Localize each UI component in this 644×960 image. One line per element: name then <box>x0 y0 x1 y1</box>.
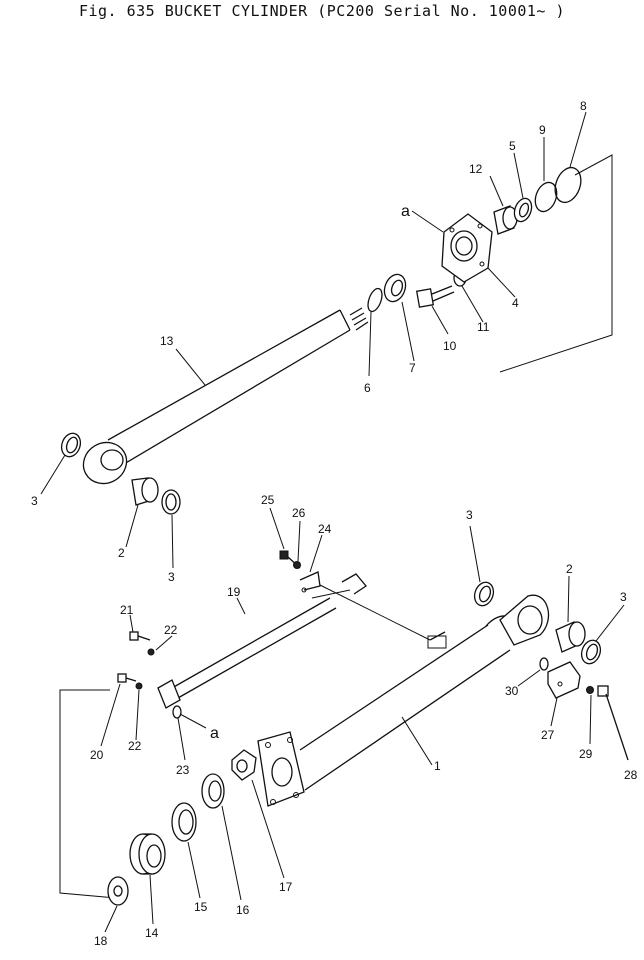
part-label-7: 7 <box>409 361 416 375</box>
part-label-19: 19 <box>227 585 241 599</box>
part-label-8: 8 <box>580 99 587 113</box>
part-label-15: 15 <box>194 900 208 914</box>
part-label-2-rod-end: 2 <box>118 546 125 560</box>
washer-26 <box>293 561 301 569</box>
part-label-6: 6 <box>364 381 371 395</box>
clamp-half <box>341 573 367 595</box>
bushing-2-tube-end <box>555 621 586 653</box>
bolt-20 <box>117 673 137 683</box>
part-label-21: 21 <box>120 603 134 617</box>
bolt-28 <box>597 685 629 761</box>
bolt-10 <box>415 285 455 308</box>
washer-22-lower <box>135 682 143 690</box>
part-label-1: 1 <box>434 759 441 773</box>
part-label-20: 20 <box>90 748 104 762</box>
leader-lines <box>40 111 625 933</box>
clamp-leader <box>319 584 431 641</box>
ring-8 <box>554 166 582 204</box>
ring-6 <box>367 287 383 313</box>
part-label-30: 30 <box>505 684 519 698</box>
part-label-3-tube-right: 3 <box>620 590 627 604</box>
part-label-4: 4 <box>512 296 519 310</box>
cylinder-tube-1 <box>257 594 550 807</box>
seal-3-tube-right <box>580 639 602 665</box>
part-label-2-tube-end: 2 <box>566 562 573 576</box>
part-label-11: 11 <box>477 320 490 334</box>
part-label-18: 18 <box>94 934 108 948</box>
assembly-bracket-upper <box>499 154 613 373</box>
part-label-25: 25 <box>261 493 275 507</box>
part-label-16: 16 <box>236 903 250 917</box>
part-label-3-tube-top: 3 <box>466 508 473 522</box>
part-label-26: 26 <box>292 506 306 520</box>
clamp-24 <box>299 571 321 593</box>
washer-18 <box>107 876 129 906</box>
bushing-2-rod-end <box>131 477 159 506</box>
part-label-3-rod-end: 3 <box>31 494 38 508</box>
seal-7 <box>383 273 407 303</box>
figure-title: Fig. 635 BUCKET CYLINDER (PC200 Serial N… <box>78 2 566 20</box>
washer-22-upper <box>147 648 155 656</box>
pipe-19 <box>157 589 351 709</box>
part-label-12: 12 <box>469 162 483 176</box>
part-label-5: 5 <box>509 139 516 153</box>
part-label-22-lower: 22 <box>128 739 142 753</box>
cylinder-head-4 <box>441 213 493 283</box>
ring-9 <box>534 181 558 213</box>
part-label-17: 17 <box>279 880 293 894</box>
part-label-10: 10 <box>443 339 457 353</box>
assembly-bracket-lower <box>59 689 117 899</box>
washer-29 <box>586 686 594 694</box>
seal-3-rod-lower <box>161 489 181 515</box>
piston-14 <box>129 833 166 875</box>
block-27 <box>547 661 581 699</box>
seal-3-tube-top <box>473 581 495 607</box>
part-label-29: 29 <box>579 747 593 761</box>
ring-16 <box>201 773 225 809</box>
part-label-3-rod-lower: 3 <box>168 570 175 584</box>
part-label-14: 14 <box>145 926 159 940</box>
piston-rod-13 <box>82 307 369 485</box>
part-label-22-upper: 22 <box>164 623 178 637</box>
oring-30 <box>539 657 549 671</box>
ref-label-a-upper: a <box>401 203 410 220</box>
ref-label-a-lower: a <box>210 725 219 742</box>
oring-23 <box>172 705 182 719</box>
part-label-27: 27 <box>541 728 555 742</box>
nut-17 <box>231 749 257 781</box>
part-label-13: 13 <box>160 334 174 348</box>
part-label-28: 28 <box>624 768 638 782</box>
part-label-23: 23 <box>176 763 190 777</box>
part-label-24: 24 <box>318 522 332 536</box>
part-label-9: 9 <box>539 123 546 137</box>
seal-3-rod-end <box>60 432 82 458</box>
bushing-12 <box>493 205 518 235</box>
bolt-21 <box>129 631 151 641</box>
